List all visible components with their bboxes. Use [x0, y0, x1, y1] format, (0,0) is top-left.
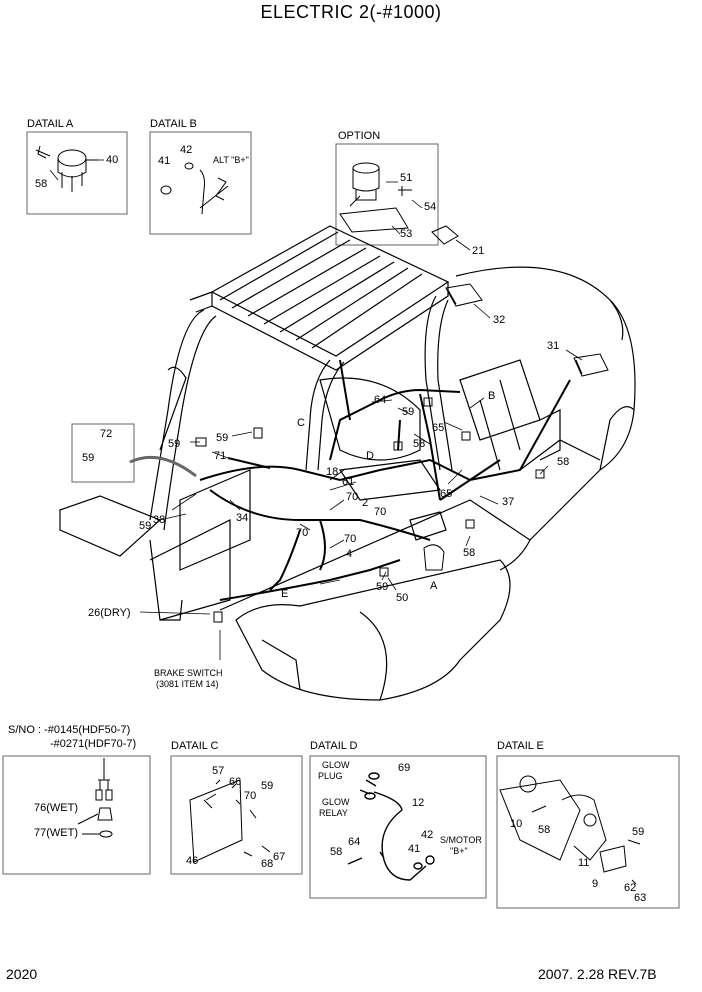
letter-d: D: [366, 450, 374, 462]
sno-note-2: -#0271(HDF70-7): [50, 738, 137, 750]
overhead-guard: [149, 225, 453, 531]
part-number: 68: [261, 858, 274, 870]
part-number: 42: [421, 829, 434, 841]
detail-b-parts: [160, 162, 229, 215]
brake-switch-note: BRAKE SWITCH: [154, 668, 223, 678]
option-label: OPTION: [338, 130, 381, 142]
part-number: 9: [592, 878, 599, 890]
detail-a-switch: [35, 145, 98, 192]
part-number: 58: [330, 846, 343, 858]
part-number: 77(WET): [34, 827, 78, 839]
part-number: 50: [396, 592, 409, 604]
letter-a: A: [430, 580, 438, 592]
connectors: [195, 397, 545, 623]
glow-plug-note-1: GLOW: [322, 760, 350, 770]
letter-b: B: [488, 390, 496, 402]
revision: 2007. 2.28 REV.7B: [538, 966, 657, 982]
part-number: 53: [400, 228, 413, 240]
part-number: 59: [139, 520, 152, 532]
part-number: 62: [624, 882, 637, 894]
wire-harness: [199, 359, 571, 601]
part-number: 26(DRY): [88, 607, 131, 619]
part-number: 69: [398, 762, 411, 774]
page-title: ELECTRIC 2(-#1000): [260, 2, 442, 22]
detail-a-label: DATAIL A: [27, 118, 74, 130]
lamp-21: [431, 225, 459, 245]
part-number: 58: [538, 824, 551, 836]
part-number: 21: [472, 245, 485, 257]
detail-d-label: DATAIL D: [310, 740, 358, 752]
sno-note-1: S/NO : -#0145(HDF50-7): [8, 724, 131, 736]
part-number: 65: [440, 488, 453, 500]
part-number: 67: [273, 851, 286, 863]
part-number: 32: [493, 314, 506, 326]
glow-plug-note-2: PLUG: [318, 771, 343, 781]
page-number: 2020: [6, 966, 38, 982]
part-number: 72: [100, 428, 113, 440]
part-number: 76(WET): [34, 802, 78, 814]
part-number: 58: [413, 438, 426, 450]
option-beacon: [339, 162, 412, 233]
part-number: 46: [186, 855, 199, 867]
part-number: 31: [547, 340, 560, 352]
part-number: 70: [296, 527, 309, 539]
detail-c-label: DATAIL C: [171, 740, 219, 752]
part-number: 41: [408, 843, 421, 855]
detail-b-label: DATAIL B: [150, 118, 197, 130]
part-number: 71: [214, 450, 227, 462]
part-number: 66: [229, 776, 242, 788]
part-number: 42: [180, 144, 193, 156]
letter-c: C: [297, 417, 305, 429]
detail-d-cable: [347, 772, 435, 881]
part-number: 70: [346, 491, 359, 503]
part-number: 59: [632, 826, 645, 838]
part-number: 59: [402, 406, 415, 418]
detail-c-bracket: [189, 779, 271, 863]
part-number: 2: [362, 497, 369, 509]
part-number: 58: [463, 547, 476, 559]
part-number: 34: [236, 512, 249, 524]
part-number: 51: [400, 172, 413, 184]
part-number: 70: [344, 533, 357, 545]
part-number: 4: [346, 548, 353, 560]
part-number: 40: [106, 154, 119, 166]
part-number: 58: [35, 178, 48, 190]
part-number: 59: [82, 452, 95, 464]
part-number: 59: [168, 438, 181, 450]
part-number: 41: [158, 155, 171, 167]
part-number: 64: [374, 394, 387, 406]
part-number: 70: [374, 506, 387, 518]
part-number: 58: [557, 456, 570, 468]
sno-sensor: [77, 758, 113, 838]
glow-relay-note-1: GLOW: [322, 797, 350, 807]
part-number: 18: [326, 466, 339, 478]
part-number: 37: [502, 496, 515, 508]
smotor-note-2: "B+": [450, 846, 468, 856]
letter-e: E: [281, 588, 289, 600]
part-number: 64: [348, 836, 361, 848]
glow-relay-note-2: RELAY: [319, 808, 348, 818]
part-number: 54: [424, 201, 437, 213]
part-number: 63: [634, 892, 647, 904]
part-number: 38: [153, 514, 166, 526]
part-number: 65: [432, 422, 445, 434]
part-number: 61: [342, 476, 355, 488]
part-number: 70: [244, 790, 257, 802]
part-number: 59: [216, 432, 229, 444]
leader-lines: [49, 159, 583, 660]
part-number: 59: [261, 780, 274, 792]
part-number: 12: [412, 797, 425, 809]
detail-e-label: DATAIL E: [497, 740, 544, 752]
detail-e-parts: [499, 775, 641, 885]
part-number: 59: [376, 581, 389, 593]
alt-b-note: ALT "B+": [213, 155, 249, 165]
truck-body: [59, 266, 636, 701]
smotor-note-1: S/MOTOR: [440, 835, 482, 845]
brake-switch-item: (3081 ITEM 14): [156, 679, 219, 689]
part-number: 11: [578, 857, 590, 869]
part-number: 57: [212, 765, 225, 777]
part-number: 10: [510, 818, 523, 830]
